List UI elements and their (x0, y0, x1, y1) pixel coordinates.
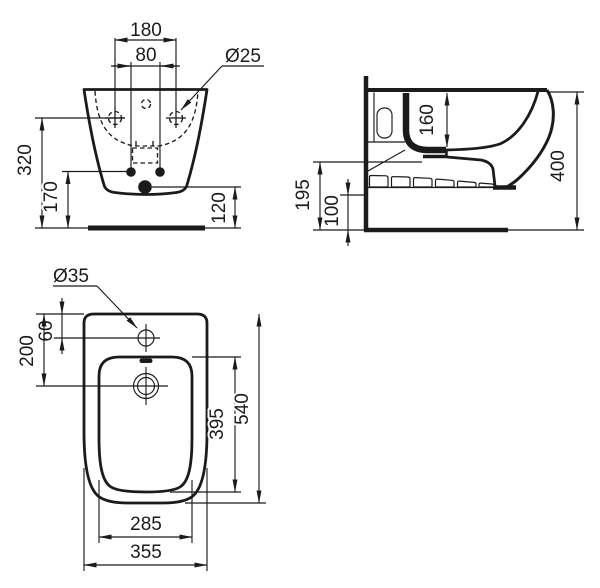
bowl-front-wall-section (402, 93, 446, 154)
dim-label-bowl-length: 395 (207, 408, 228, 440)
fixing-bolt-section (376, 107, 393, 139)
drain-socket-hidden (131, 147, 159, 164)
dim-label-lower-height: 100 (322, 195, 343, 227)
overflow-hole-hidden (140, 98, 152, 110)
dim-label-rear-height: 195 (293, 179, 314, 211)
rib (456, 180, 477, 188)
front-view: 180 80 Ø25 320 170 120 (13, 18, 264, 231)
rib (368, 174, 389, 188)
dim-label-outlet-height: 120 (209, 192, 230, 224)
dim-label-overall-length: 540 (232, 393, 253, 425)
dim-label-bolt-height: 170 (41, 181, 62, 213)
inner-bowl-profile (445, 91, 540, 152)
dim-label-fixing-hole-dia: Ø25 (225, 46, 261, 67)
rib (390, 175, 411, 188)
dim-label-tap-hole-dia: Ø35 (53, 266, 89, 287)
dim-label-tap-offset: 60 (36, 320, 57, 341)
dim-label-fixing-spacing: 180 (130, 20, 162, 41)
bolt-hole-right (155, 167, 165, 177)
rib (478, 182, 495, 188)
bidet-front-outline (82, 88, 209, 196)
dim-label-bowl-depth: 160 (417, 104, 438, 136)
bowl-plan-outline (97, 355, 194, 494)
outlet-hole (138, 180, 152, 194)
dim-label-overall-height: 400 (548, 150, 569, 182)
dim-label-fixing-height: 320 (15, 144, 36, 176)
plan-view: Ø35 60 200 395 540 285 355 (15, 264, 266, 571)
dim-label-drain-offset: 200 (17, 335, 38, 367)
outer-profile (504, 89, 555, 190)
bidet-plan-outline (82, 312, 209, 505)
rib-row (368, 174, 495, 188)
dim-label-overall-width: 355 (130, 542, 162, 563)
side-view: 160 400 195 100 (291, 76, 584, 246)
overflow-slot (139, 358, 153, 363)
section-diagonal (367, 149, 406, 172)
leader-line-o35 (96, 285, 138, 329)
underside-slope (446, 155, 497, 187)
rib (434, 178, 455, 188)
dim-label-bowl-width: 285 (130, 514, 162, 535)
dim-label-bolt-spacing: 80 (135, 45, 156, 66)
leader-line-o25 (180, 65, 223, 111)
rib (412, 176, 433, 188)
